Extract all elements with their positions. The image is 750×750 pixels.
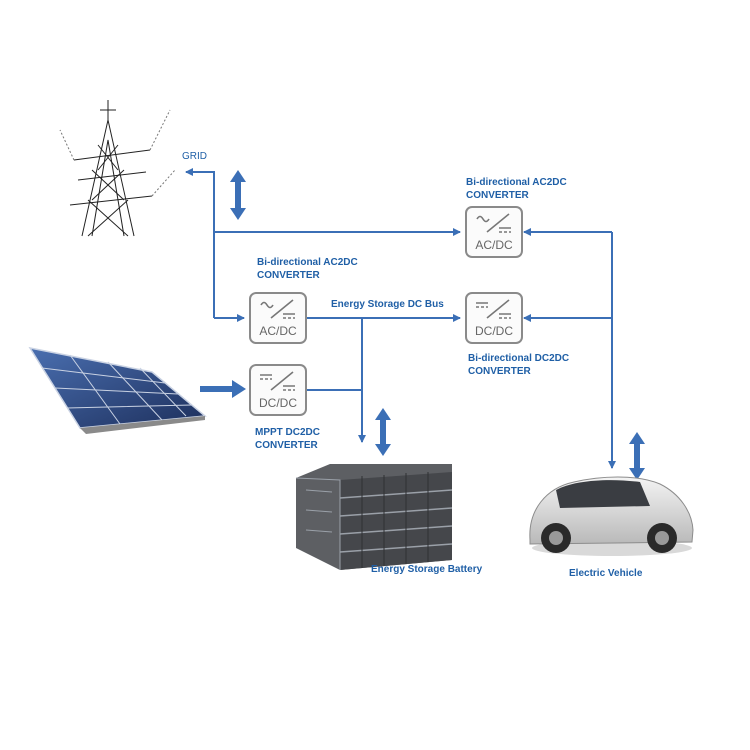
grid-double-arrow — [230, 170, 246, 220]
mid-left-converter: AC/DC — [249, 292, 307, 344]
connection-lines — [185, 168, 616, 469]
battery-label: Energy Storage Battery — [371, 564, 483, 575]
battery-double-arrow — [375, 408, 391, 456]
label-line: CONVERTER — [468, 366, 531, 377]
mid-left-converter-label: Bi-directional AC2DC CONVERTER — [257, 256, 358, 282]
dc-bus-label: Energy Storage DC Bus — [331, 299, 444, 310]
label-line: Bi-directional AC2DC — [466, 177, 567, 188]
double-arrows — [200, 170, 645, 480]
dc2dc-converter: DC/DC — [465, 292, 523, 344]
label-line: CONVERTER — [466, 190, 529, 201]
vehicle-label: Electric Vehicle — [569, 568, 643, 579]
top-right-converter: AC/DC — [465, 206, 523, 258]
converter-text: AC/DC — [259, 324, 297, 338]
dc-dc-symbol-icon — [260, 371, 295, 391]
transmission-tower-icon — [59, 100, 176, 237]
electric-car-icon — [529, 476, 694, 556]
dc2dc-converter-label: Bi-directional DC2DC CONVERTER — [468, 352, 569, 378]
label-line: CONVERTER — [257, 270, 320, 281]
grid-to-converter-line — [185, 168, 215, 318]
converter-text: DC/DC — [259, 396, 297, 410]
mppt-converter: DC/DC — [249, 364, 307, 416]
label-line: Bi-directional DC2DC — [468, 353, 570, 364]
mppt-converter-label: MPPT DC2DC CONVERTER — [255, 426, 320, 452]
converter-text: AC/DC — [475, 238, 513, 252]
ac-dc-symbol-icon — [476, 213, 511, 233]
label-line: Bi-directional AC2DC — [257, 257, 358, 268]
label-line: MPPT DC2DC — [255, 427, 321, 438]
ev-double-arrow — [629, 432, 645, 480]
grid-label: GRID — [182, 151, 207, 162]
battery-rack-icon — [295, 464, 453, 570]
top-right-converter-label: Bi-directional AC2DC CONVERTER — [466, 176, 567, 202]
dc-dc-symbol-icon — [476, 299, 511, 319]
solar-panel-icon — [28, 346, 207, 434]
converter-text: DC/DC — [475, 324, 513, 338]
label-line: CONVERTER — [255, 440, 318, 451]
ac-dc-symbol-icon — [260, 299, 295, 319]
solar-to-mppt-arrow — [200, 380, 246, 398]
